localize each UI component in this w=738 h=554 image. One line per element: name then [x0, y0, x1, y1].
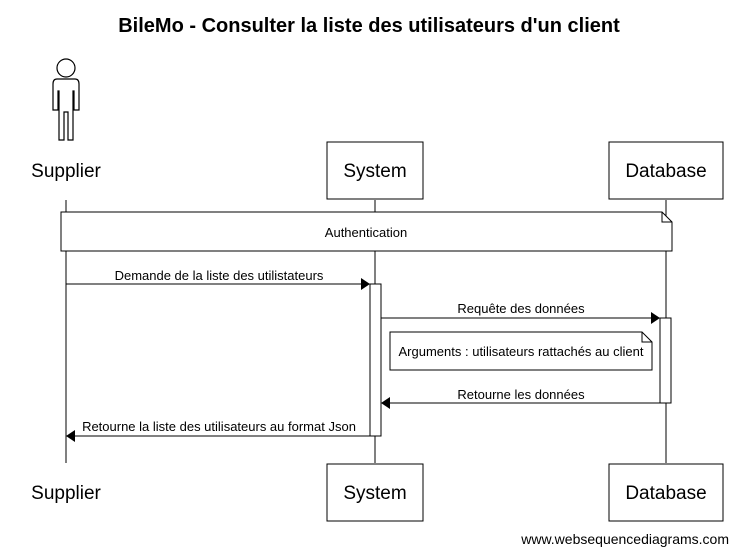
footer-credit: www.websequencediagrams.com — [520, 531, 729, 547]
system-label-bottom: System — [343, 483, 406, 504]
database-box-bottom — [608, 463, 724, 522]
supplier-label-top: Supplier — [31, 161, 101, 182]
system-label-top: System — [343, 161, 406, 182]
system-box-bottom — [326, 463, 424, 522]
message-request-list: Demande de la liste des utilistateurs — [66, 268, 370, 290]
supplier-actor-icon — [52, 58, 80, 141]
database-box-top — [608, 141, 724, 200]
database-label-top: Database — [625, 161, 706, 182]
supplier-label-bottom: Supplier — [31, 483, 101, 504]
message-request-data-label: Requête des données — [457, 301, 585, 316]
message-return-list-label: Retourne la liste des utilisateurs au fo… — [82, 419, 356, 434]
message-request-list-label: Demande de la liste des utilistateurs — [115, 268, 324, 283]
database-activation-bar — [659, 317, 672, 404]
arguments-note-text: Arguments : utilisateurs rattachés au cl… — [399, 344, 644, 359]
database-label-bottom: Database — [625, 483, 706, 504]
authentication-note-text: Authentication — [325, 225, 407, 240]
message-return-data: Retourne les données — [381, 387, 660, 409]
diagram-title: BileMo - Consulter la liste des utilisat… — [118, 15, 620, 37]
system-activation-bar — [369, 283, 382, 437]
message-return-data-label: Retourne les données — [457, 387, 585, 402]
system-box-top — [326, 141, 424, 200]
authentication-note: Authentication — [60, 211, 673, 252]
message-request-data: Requête des données — [381, 301, 660, 324]
arguments-note: Arguments : utilisateurs rattachés au cl… — [389, 331, 653, 371]
message-return-list: Retourne la liste des utilisateurs au fo… — [66, 419, 370, 442]
